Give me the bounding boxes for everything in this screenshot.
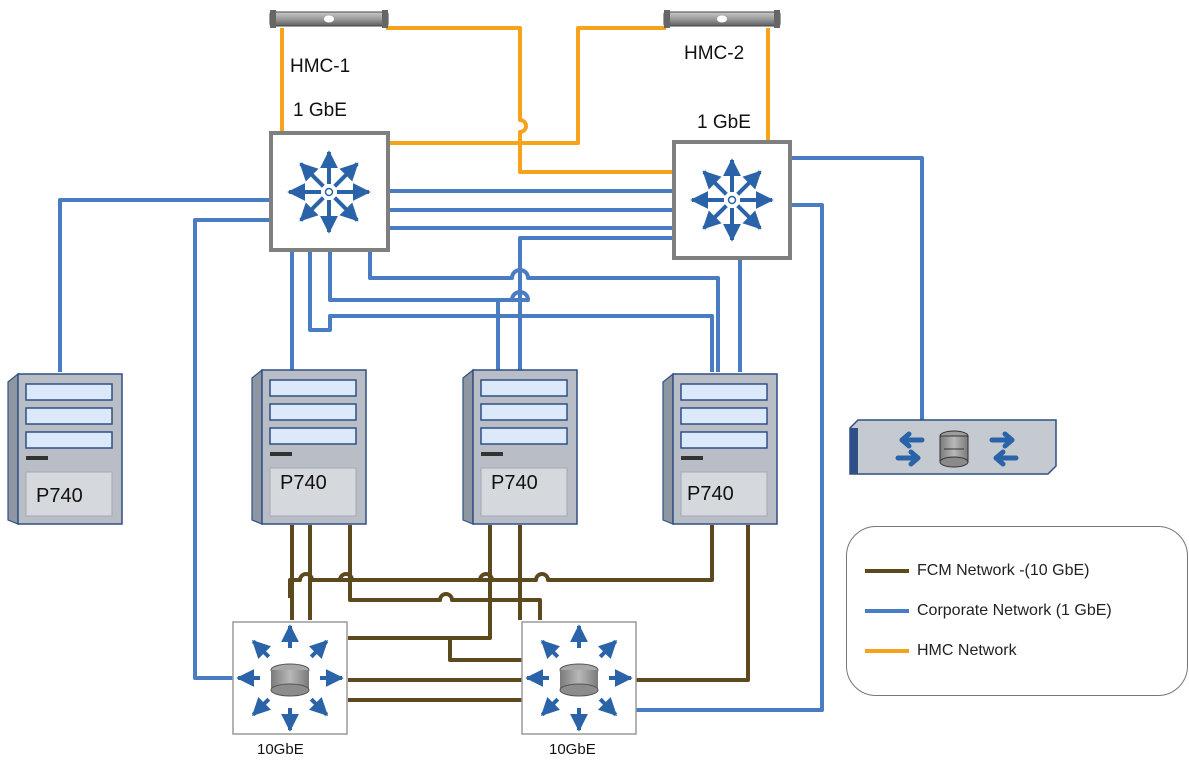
corporate-switch-2-icon[interactable] <box>672 140 792 260</box>
server-label: P740 <box>36 485 83 507</box>
hmc-network-links <box>280 26 770 174</box>
server-tower-icon[interactable] <box>7 372 123 525</box>
arrow-icon <box>308 696 329 717</box>
storage-switch-arrows-icon <box>525 624 633 732</box>
drive-bay <box>480 379 568 397</box>
status-indicator <box>481 452 503 456</box>
drive-bay <box>680 407 768 425</box>
arrow-icon <box>299 162 325 188</box>
arrow-icon <box>308 639 329 660</box>
arrow-icon <box>333 196 359 222</box>
server-side-panel <box>251 368 263 525</box>
drive-bay <box>269 403 357 421</box>
arrow-icon <box>736 204 762 230</box>
server-side-panel <box>7 372 19 525</box>
legend-label: FCM Network -(10 GbE) <box>917 562 1090 579</box>
drive-bay <box>480 403 568 421</box>
legend-swatch-fcm <box>865 569 909 573</box>
server-side-panel <box>662 372 674 525</box>
hmc-2-label: HMC-2 <box>684 43 745 64</box>
router-icon[interactable] <box>849 419 1057 475</box>
fcm-2-speed-label: 10GbE <box>549 741 596 758</box>
legend-item-corporate: Corporate Network (1 GbE) <box>865 601 1112 621</box>
arrow-icon <box>597 639 618 660</box>
fcm-network-links <box>288 525 750 702</box>
status-indicator <box>270 452 292 456</box>
drive-bay <box>680 431 768 449</box>
arrow-icon <box>702 204 728 230</box>
fcm-switch-2-icon[interactable] <box>521 621 637 735</box>
server-tower-icon[interactable] <box>662 372 778 525</box>
status-indicator <box>681 456 703 460</box>
drive-bay <box>269 427 357 445</box>
server-label-plate <box>25 471 113 517</box>
drive-bay <box>269 379 357 397</box>
arrow-icon <box>299 196 325 222</box>
server-label: P740 <box>280 472 327 494</box>
disk-bottom <box>559 683 599 697</box>
hub-dot <box>324 187 334 197</box>
arrow-icon <box>251 639 272 660</box>
drive-bay <box>25 431 113 449</box>
server-label-plate <box>680 471 768 517</box>
hub-dot <box>727 195 737 205</box>
arrow-icon <box>333 162 359 188</box>
legend-swatch-hmc <box>865 649 909 653</box>
status-indicator <box>26 456 48 460</box>
fcm-1-speed-label: 10GbE <box>257 741 304 758</box>
disk-bottom <box>270 683 310 697</box>
drive-bay <box>25 407 113 425</box>
fcm-switch-1-icon[interactable] <box>232 621 348 735</box>
legend-label: HMC Network <box>917 642 1017 659</box>
server-tower-icon[interactable] <box>251 368 367 525</box>
switch-arrows-icon <box>287 150 371 234</box>
server-label: P740 <box>687 483 734 505</box>
server-label-plate <box>269 467 357 517</box>
corporate-switch-1-icon[interactable] <box>269 131 390 252</box>
hmc-2-rack-unit-icon[interactable] <box>663 10 781 28</box>
drive-bay <box>25 383 113 401</box>
arrow-icon <box>540 696 561 717</box>
switch-1-speed-label: 1 GbE <box>293 100 347 121</box>
hmc-1-rack-unit-icon[interactable] <box>269 10 389 28</box>
server-label-plate <box>480 467 568 517</box>
switch-2-speed-label: 1 GbE <box>697 112 751 133</box>
corporate-network-links <box>58 156 924 712</box>
legend-label: Corporate Network (1 GbE) <box>917 602 1112 619</box>
arrow-icon <box>702 170 728 196</box>
server-tower-icon[interactable] <box>462 368 578 525</box>
legend-swatch-corporate <box>865 609 909 613</box>
storage-switch-arrows-icon <box>236 624 344 732</box>
arrow-icon <box>597 696 618 717</box>
arrow-icon <box>251 696 272 717</box>
legend-item-hmc: HMC Network <box>865 641 1017 661</box>
server-label: P740 <box>491 472 538 494</box>
switch-arrows-icon <box>690 158 774 242</box>
hmc-1-label: HMC-1 <box>290 56 351 77</box>
legend-item-fcm: FCM Network -(10 GbE) <box>865 561 1089 581</box>
drive-bay <box>480 427 568 445</box>
legend: FCM Network -(10 GbE) Corporate Network … <box>846 526 1188 696</box>
drive-bay <box>680 383 768 401</box>
arrow-icon <box>540 639 561 660</box>
arrow-icon <box>736 170 762 196</box>
server-side-panel <box>462 368 474 525</box>
